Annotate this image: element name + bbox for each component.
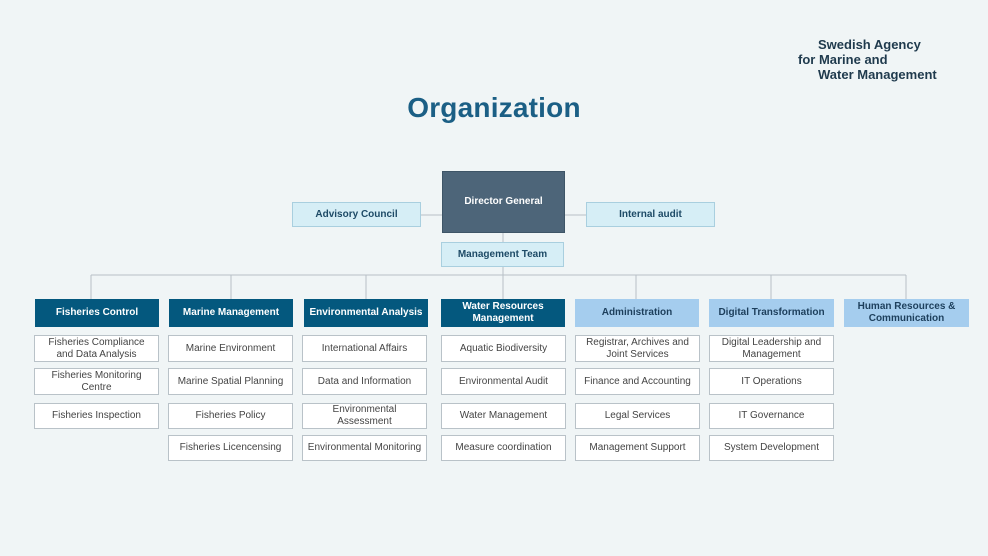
dept-administration: Administration [575, 299, 699, 327]
logo-line-2: for Marine and [798, 52, 888, 67]
management-team-box: Management Team [441, 242, 564, 267]
unit-box: Digital Leadership and Management [709, 335, 834, 362]
unit-box: Fisheries Monitoring Centre [34, 368, 159, 395]
unit-box: Marine Spatial Planning [168, 368, 293, 395]
agency-logo: Swedish Agency for Marine and Water Mana… [798, 37, 937, 82]
dept-human-resources-communication: Human Resources & Communication [844, 299, 969, 327]
dept-water-resources-management: Water Resources Management [441, 299, 565, 327]
unit-box: Fisheries Inspection [34, 403, 159, 429]
unit-box: Environmental Monitoring [302, 435, 427, 461]
internal-audit-box: Internal audit [586, 202, 715, 227]
dept-marine-management: Marine Management [169, 299, 293, 327]
unit-box: Fisheries Licencensing [168, 435, 293, 461]
unit-box: International Affairs [302, 335, 427, 362]
unit-box: Data and Information [302, 368, 427, 395]
unit-box: Fisheries Policy [168, 403, 293, 429]
unit-box: Legal Services [575, 403, 700, 429]
unit-box: Water Management [441, 403, 566, 429]
unit-box: Aquatic Biodiversity [441, 335, 566, 362]
unit-box: Marine Environment [168, 335, 293, 362]
dept-environmental-analysis: Environmental Analysis [304, 299, 428, 327]
unit-box: Environmental Audit [441, 368, 566, 395]
unit-box: IT Governance [709, 403, 834, 429]
advisory-council-box: Advisory Council [292, 202, 421, 227]
unit-box: System Development [709, 435, 834, 461]
unit-box: Environmental Assessment [302, 403, 427, 429]
director-general-box: Director General [442, 171, 565, 233]
logo-line-3: Water Management [818, 67, 937, 82]
dept-fisheries-control: Fisheries Control [35, 299, 159, 327]
unit-box: IT Operations [709, 368, 834, 395]
unit-box: Finance and Accounting [575, 368, 700, 395]
unit-box: Measure coordination [441, 435, 566, 461]
page-title: Organization [407, 92, 581, 123]
unit-box: Registrar, Archives and Joint Services [575, 335, 700, 362]
logo-line-1: Swedish Agency [818, 37, 921, 52]
dept-digital-transformation: Digital Transformation [709, 299, 834, 327]
unit-box: Fisheries Compliance and Data Analysis [34, 335, 159, 362]
unit-box: Management Support [575, 435, 700, 461]
